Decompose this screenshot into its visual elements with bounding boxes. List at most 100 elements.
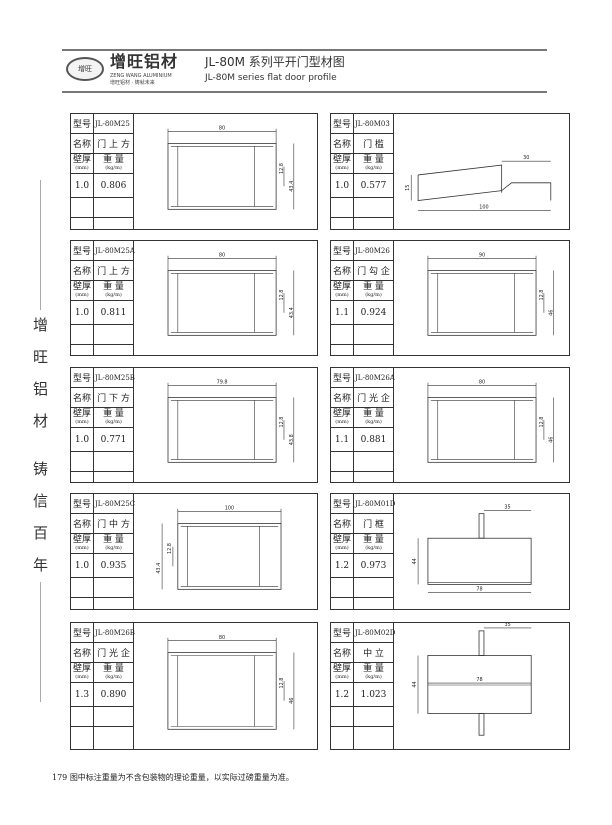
dimension-label: 100 xyxy=(225,506,234,512)
weight-label: 重 量(kg/m) xyxy=(94,534,133,554)
dimension-label: 80 xyxy=(219,126,225,132)
weight-label: 重 量(kg/m) xyxy=(94,408,133,428)
empty-cell xyxy=(331,727,354,749)
dimension-label: 15 xyxy=(405,185,411,191)
side-char: 材 xyxy=(33,412,49,430)
name-value: 门 光 企 xyxy=(94,643,133,663)
weight-label: 重 量(kg/m) xyxy=(354,534,393,554)
name-value: 门 上 方 xyxy=(94,261,133,281)
profile-svg: 79.812.843.8 xyxy=(167,380,295,463)
name-value: 门 框 xyxy=(354,514,393,534)
weight-value: 0.890 xyxy=(94,683,133,707)
thickness-header: 壁厚(mm) xyxy=(332,282,351,299)
footer-note: 179 图中标注重量为不含包装物的理论重量，以实际过磅重量为准。 xyxy=(52,773,294,782)
header-bottom-rule xyxy=(62,91,547,93)
model-label: 型号 xyxy=(331,494,354,514)
weight-label-text: 重 量 xyxy=(103,664,124,674)
dimension-label: 78 xyxy=(476,586,482,592)
name-value: 门 槛 xyxy=(354,134,393,154)
model-label: 型号 xyxy=(331,241,354,261)
empty-cell xyxy=(71,472,94,482)
dimension-label: 12.8 xyxy=(279,163,285,174)
dimension-label: 12.8 xyxy=(279,678,285,689)
empty-cell xyxy=(331,218,354,229)
name-value: 中 立 xyxy=(354,643,393,663)
empty-cell xyxy=(354,452,393,472)
weight-header: 重 量(kg/m) xyxy=(363,410,384,426)
weight-value: 0.771 xyxy=(94,428,133,452)
dimension-label: 30 xyxy=(523,155,529,161)
profile-outline xyxy=(427,655,532,714)
thickness-value: 1.3 xyxy=(71,683,94,707)
name-label: 名称 xyxy=(331,134,354,154)
weight-unit: (kg/m) xyxy=(365,165,382,171)
model-label: 型号 xyxy=(71,368,94,388)
name-value: 门 上 方 xyxy=(94,134,133,154)
model-label: 型号 xyxy=(331,623,354,643)
thickness-label: 壁厚(mm) xyxy=(71,534,94,554)
thickness-label-text: 壁厚 xyxy=(72,282,91,292)
profile-outline xyxy=(167,652,277,730)
empty-cell xyxy=(354,325,393,345)
dimension-label: 44 xyxy=(412,681,418,687)
empty-cell xyxy=(71,325,94,345)
weight-header: 重 量(kg/m) xyxy=(103,283,124,299)
dimension-label: 43.4 xyxy=(156,563,162,574)
profile-outline xyxy=(177,523,282,590)
dimension-label: 12.8 xyxy=(539,417,545,428)
empty-cell xyxy=(354,707,393,727)
weight-label-text: 重 量 xyxy=(363,282,384,292)
empty-cell xyxy=(71,218,94,229)
thickness-header: 壁厚(mm) xyxy=(73,156,91,172)
thickness-label: 壁厚(mm) xyxy=(331,281,354,301)
empty-cell xyxy=(331,472,354,482)
thickness-header: 壁厚(mm) xyxy=(73,410,91,426)
thickness-label: 壁厚(mm) xyxy=(331,534,354,554)
thickness-unit: (mm) xyxy=(75,419,89,425)
side-char: 信 xyxy=(33,492,49,510)
model-value: JL-80M25 xyxy=(94,114,133,134)
thickness-header: 壁厚(mm) xyxy=(72,282,91,299)
side-char: 增 xyxy=(33,316,49,334)
name-label: 名称 xyxy=(71,643,94,663)
logo-slogan: 增旺铝材 · 铸就未来 xyxy=(110,80,155,86)
dimension-label: 80 xyxy=(219,635,225,641)
thickness-unit: (mm) xyxy=(335,165,349,171)
thickness-header: 壁厚(mm) xyxy=(333,156,351,172)
empty-cell xyxy=(94,707,133,727)
profile-drawing: 30 15 100 xyxy=(393,114,569,229)
weight-label-text: 重 量 xyxy=(103,155,124,165)
profile-outline xyxy=(167,143,277,210)
thickness-label-text: 壁厚 xyxy=(332,282,351,292)
model-value: JL-80M25A xyxy=(94,241,135,261)
thickness-unit: (mm) xyxy=(75,165,89,171)
weight-label: 重 量(kg/m) xyxy=(354,281,393,301)
empty-cell xyxy=(354,198,393,218)
dimension-label: 12.8 xyxy=(279,290,285,301)
thickness-unit: (mm) xyxy=(335,419,349,425)
empty-cell xyxy=(354,578,393,598)
weight-unit: (kg/m) xyxy=(105,545,122,551)
thickness-value: 1.2 xyxy=(331,554,354,578)
thickness-header: 壁厚(mm) xyxy=(73,536,91,552)
dimension-label: 100 xyxy=(479,204,488,210)
empty-cell xyxy=(331,707,354,727)
side-rule-bottom xyxy=(40,582,41,702)
thickness-value: 1.0 xyxy=(331,174,354,198)
model-value: JL-80M26B xyxy=(94,623,135,643)
name-label: 名称 xyxy=(71,134,94,154)
